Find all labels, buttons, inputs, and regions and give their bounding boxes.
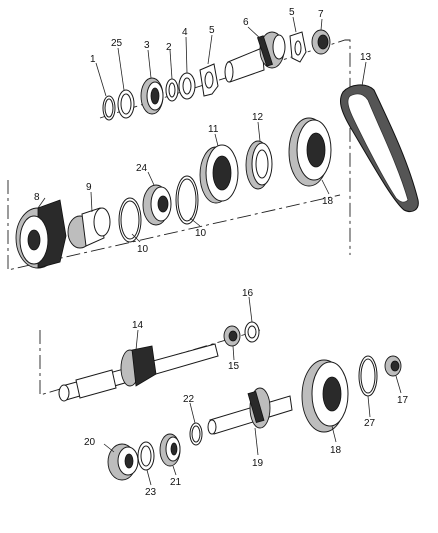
callout-22: 22 — [183, 394, 195, 405]
callout-24: 24 — [136, 163, 148, 174]
callout-25: 25 — [111, 38, 123, 49]
part-8-planetary-carrier — [15, 199, 67, 269]
part-17-bearing — [384, 355, 402, 377]
callout-20: 20 — [84, 437, 96, 448]
callout-3: 3 — [144, 40, 150, 51]
part-24-gear — [142, 184, 172, 226]
callout-17: 17 — [397, 395, 409, 406]
part-5-plate-right — [289, 31, 307, 63]
callout-21: 21 — [170, 477, 182, 488]
part-18-sprocket-lower — [301, 359, 349, 433]
callout-23: 23 — [145, 487, 157, 498]
part-1-snap-ring — [102, 95, 116, 121]
leader-lines — [37, 16, 402, 486]
part-14-input-shaft — [58, 343, 219, 402]
callout-9: 9 — [86, 182, 92, 193]
callout-10b: 10 — [195, 228, 207, 239]
part-4-washer — [178, 72, 196, 100]
callout-13: 13 — [360, 52, 372, 63]
part-9-sun-gear — [67, 207, 111, 249]
middle-group-outline — [7, 180, 341, 271]
part-10-snap-ring-right — [175, 175, 199, 225]
part-15-bearing — [223, 325, 241, 347]
callout-labels: 1 25 3 2 4 5 6 5 7 13 11 12 24 8 9 10 10… — [34, 7, 409, 498]
upper-group-outline — [99, 39, 351, 255]
part-19-rear-output-shaft — [207, 387, 293, 435]
callout-11: 11 — [208, 124, 219, 135]
part-11-shift-sleeve — [199, 144, 239, 204]
part-7-bearing — [311, 29, 331, 55]
callout-1: 1 — [90, 54, 96, 65]
part-3-bearing — [140, 77, 164, 115]
callout-4: 4 — [182, 27, 188, 38]
callout-27: 27 — [364, 418, 376, 429]
callout-8: 8 — [34, 192, 40, 203]
part-21-bearing — [159, 433, 181, 467]
callout-5b: 5 — [289, 7, 295, 18]
callout-7: 7 — [318, 9, 324, 20]
callout-18a: 18 — [322, 196, 334, 207]
part-2-ring — [165, 78, 179, 102]
callout-10a: 10 — [137, 244, 149, 255]
callout-6: 6 — [243, 17, 249, 28]
part-6-output-shaft — [224, 31, 286, 83]
callout-12: 12 — [252, 112, 264, 123]
callout-5a: 5 — [209, 25, 215, 36]
callout-18b: 18 — [330, 445, 342, 456]
part-27-snap-ring — [358, 355, 378, 397]
part-10-snap-ring-left — [118, 197, 142, 243]
callout-14: 14 — [132, 320, 144, 331]
part-20-seal — [107, 443, 139, 481]
part-16-ring — [244, 321, 260, 343]
callout-2: 2 — [166, 42, 172, 53]
part-25-washer — [117, 89, 135, 119]
part-22-snap-ring — [189, 422, 203, 446]
part-5-plate-left — [199, 63, 219, 97]
part-13-drive-chain — [339, 84, 419, 213]
part-23-washer — [137, 441, 155, 471]
part-18-sprocket-upper — [288, 117, 332, 187]
callout-16: 16 — [242, 288, 254, 299]
callout-15: 15 — [228, 361, 240, 372]
part-12-ring-gear — [245, 140, 273, 190]
callout-19: 19 — [252, 458, 264, 469]
